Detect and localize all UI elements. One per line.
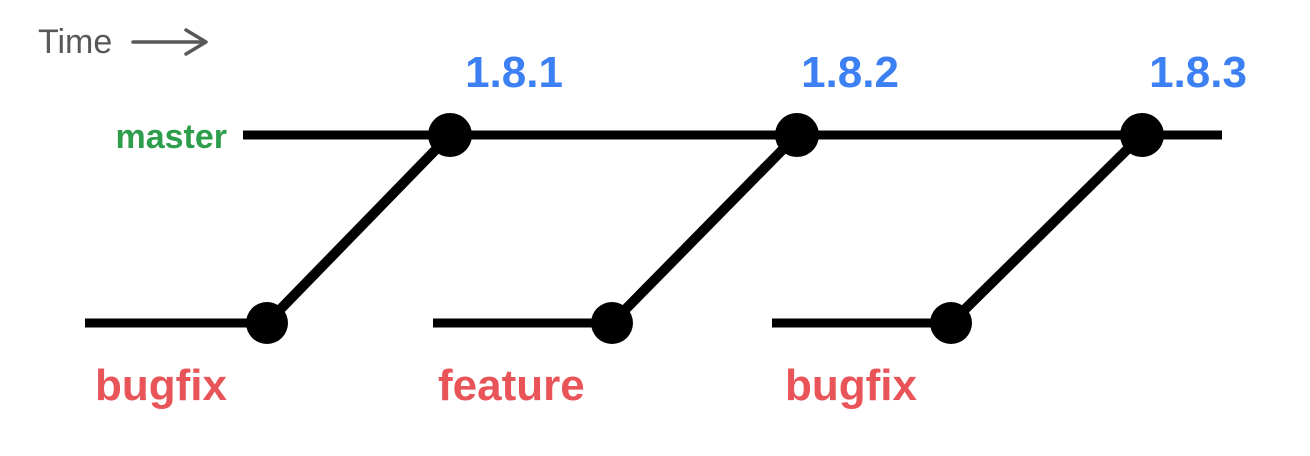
release-commit-node <box>428 113 472 157</box>
merge-line <box>947 131 1146 327</box>
branch-name-label: bugfix <box>95 361 228 410</box>
release-commit-node <box>1120 113 1164 157</box>
time-arrow-head-icon <box>184 28 208 56</box>
merge-line <box>263 131 454 327</box>
release-tag-label: 1.8.2 <box>801 48 899 97</box>
branch-name-label: feature <box>438 361 585 410</box>
release-commit-node <box>775 113 819 157</box>
branch-name-label: bugfix <box>785 361 918 410</box>
branch-commit-node <box>930 302 972 344</box>
time-label: Time <box>38 23 112 61</box>
master-branch-label: master <box>115 118 227 156</box>
merge-line <box>608 131 801 327</box>
branch-commit-node <box>591 302 633 344</box>
release-tag-label: 1.8.3 <box>1149 48 1247 97</box>
branch-commit-node <box>246 302 288 344</box>
release-tag-label: 1.8.1 <box>465 48 563 97</box>
